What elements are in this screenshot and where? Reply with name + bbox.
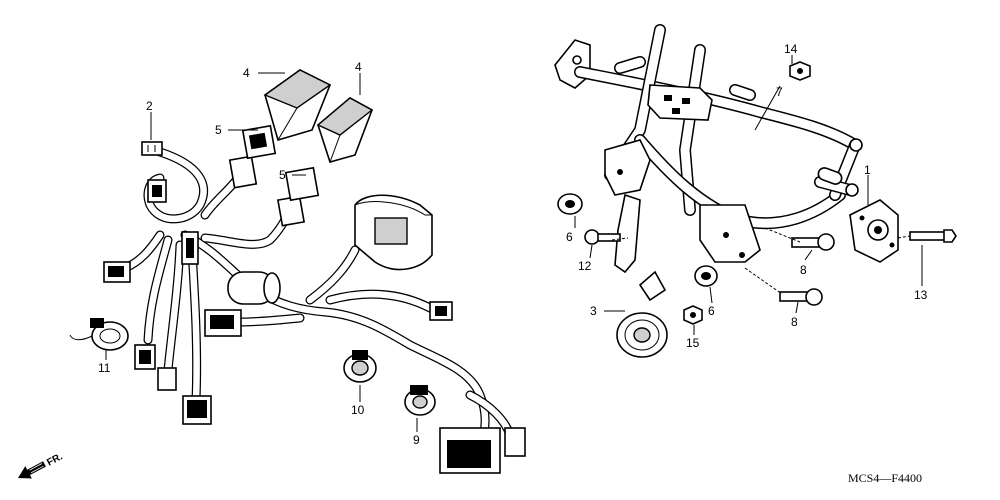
callout-4b: 4 xyxy=(355,60,362,74)
grommet-6a xyxy=(557,193,583,215)
front-direction-arrow: FR. xyxy=(18,451,65,479)
callout-9: 9 xyxy=(413,433,420,447)
callout-4a: 4 xyxy=(243,66,250,80)
clamp-9 xyxy=(404,385,436,416)
callout-14: 14 xyxy=(784,42,798,56)
diagram-code: MCS4—F4400 xyxy=(848,471,922,485)
condenser xyxy=(227,271,281,305)
horn-3 xyxy=(616,270,668,358)
frame-assembly xyxy=(554,24,957,358)
callout-13: 13 xyxy=(914,288,928,302)
ignition-coil xyxy=(354,194,433,271)
relay-box-left xyxy=(263,69,332,141)
callout-8a: 8 xyxy=(800,263,807,277)
callout-6b: 6 xyxy=(708,304,715,318)
relay-box-right xyxy=(316,97,374,163)
fr-label: FR. xyxy=(45,451,65,468)
cable-band-11 xyxy=(69,318,129,351)
callout-5b: 5 xyxy=(279,168,286,182)
callout-1: 1 xyxy=(864,163,871,177)
nut-14 xyxy=(789,61,811,81)
callout-6a: 6 xyxy=(566,230,573,244)
callout-labels: 1 2 3 4 4 5 5 6 6 7 8 8 9 10 11 12 13 14… xyxy=(98,42,928,447)
callout-12: 12 xyxy=(578,259,592,273)
wire-harness xyxy=(69,69,526,474)
clamp-10 xyxy=(343,350,377,383)
nut-15 xyxy=(683,305,703,325)
callout-11: 11 xyxy=(98,361,111,375)
callout-7: 7 xyxy=(776,85,783,99)
leader-lines xyxy=(105,55,923,432)
bolt-12 xyxy=(584,229,621,245)
bolt-13 xyxy=(909,229,957,243)
callout-3: 3 xyxy=(590,304,597,318)
bolt-8a xyxy=(791,233,835,251)
callout-10: 10 xyxy=(351,403,365,417)
bolt-8b xyxy=(779,288,823,306)
grommet-6b xyxy=(694,265,718,287)
callout-8b: 8 xyxy=(791,315,798,329)
callout-2: 2 xyxy=(146,99,153,113)
callout-15: 15 xyxy=(686,336,700,350)
callout-5a: 5 xyxy=(215,123,222,137)
